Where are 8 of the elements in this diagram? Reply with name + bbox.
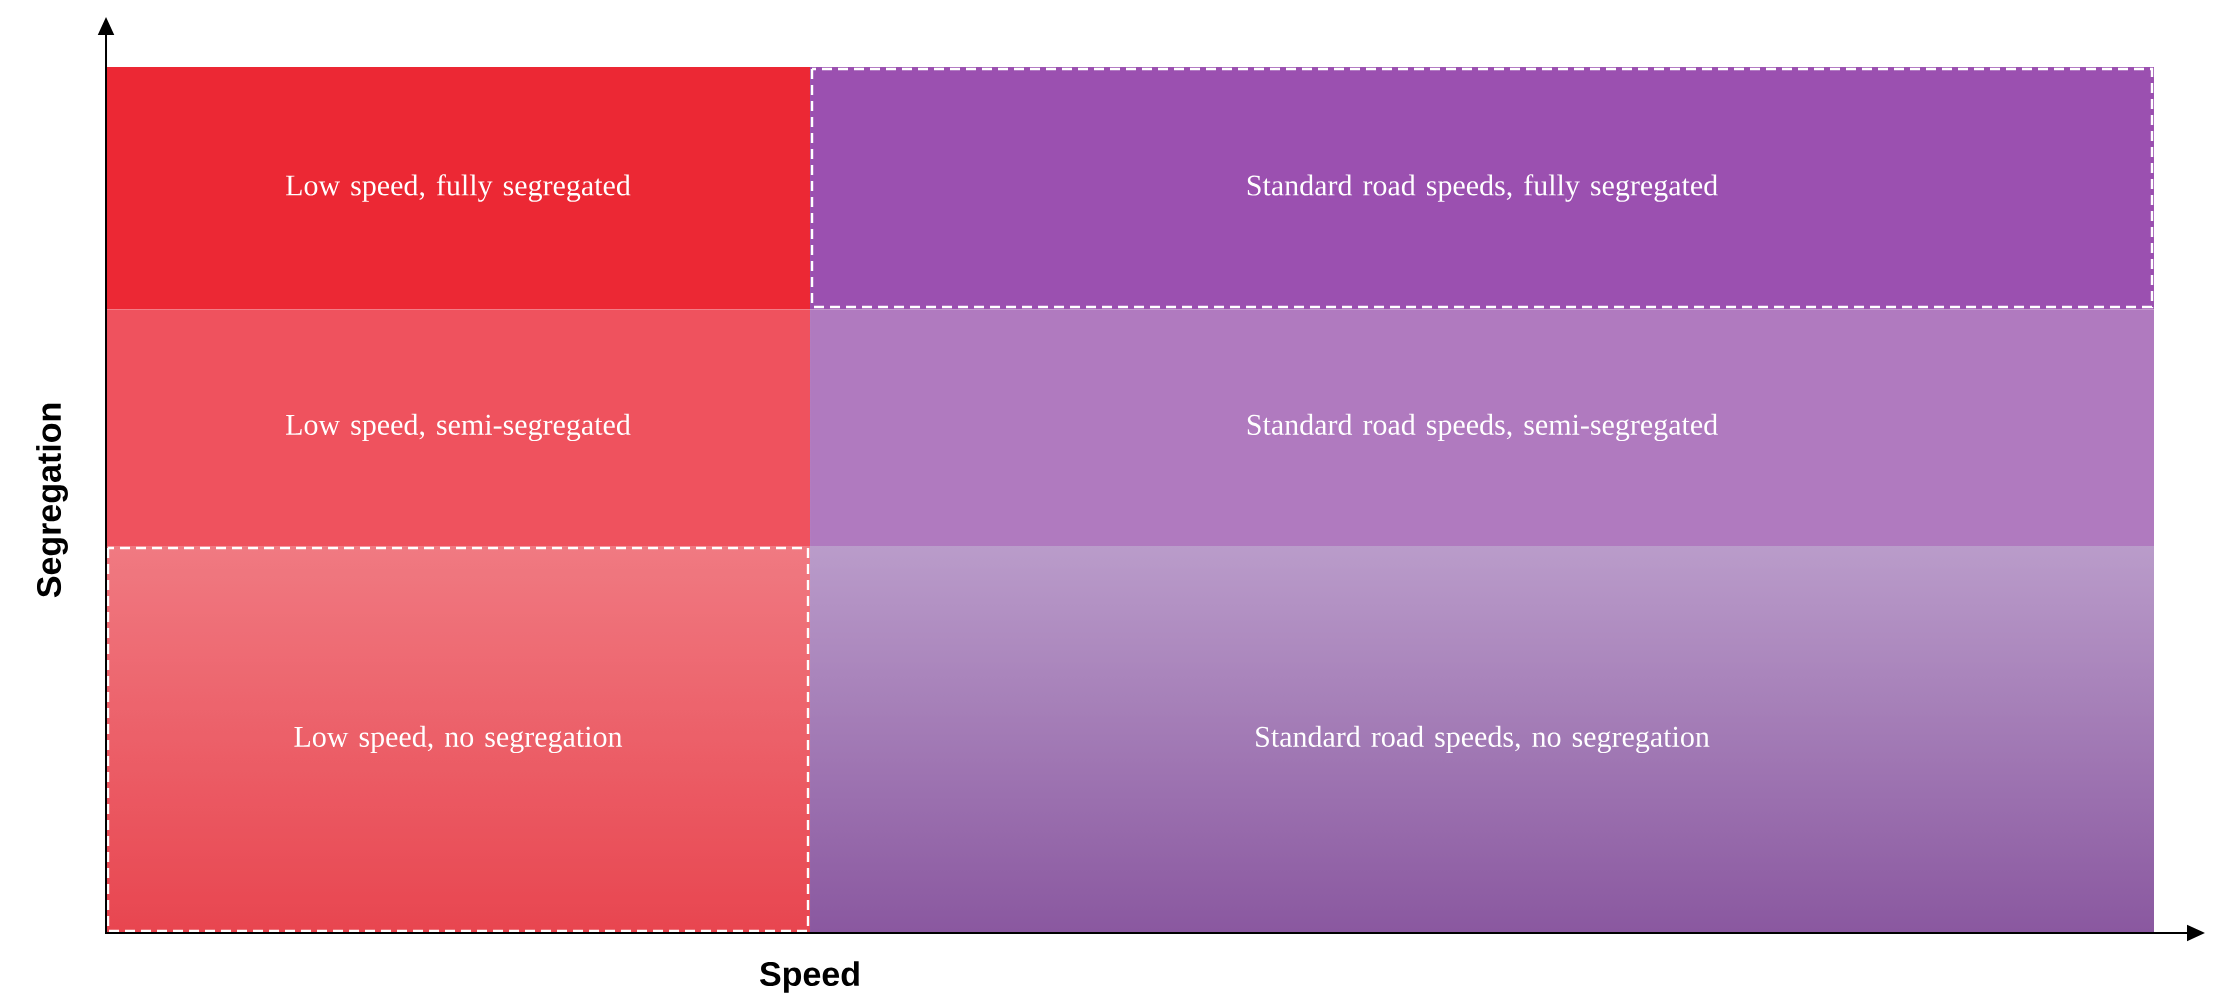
axis-label: Speed (759, 961, 859, 993)
quadrant-cell: Low speed, semi-segregated (286, 413, 631, 442)
quadrant-cell: Standard road speeds, semi-segregated (1247, 413, 1718, 442)
quadrant-cell: Low speed, fully segregated (286, 174, 631, 202)
quadrant-cell: Low speed, no segregation (294, 725, 623, 754)
axis-label: Segregation (36, 403, 68, 598)
quadrant-cell: Standard road speeds, fully segregated (1247, 174, 1718, 202)
quadrant-cell: Standard road speeds, no segregation (1256, 725, 1710, 754)
